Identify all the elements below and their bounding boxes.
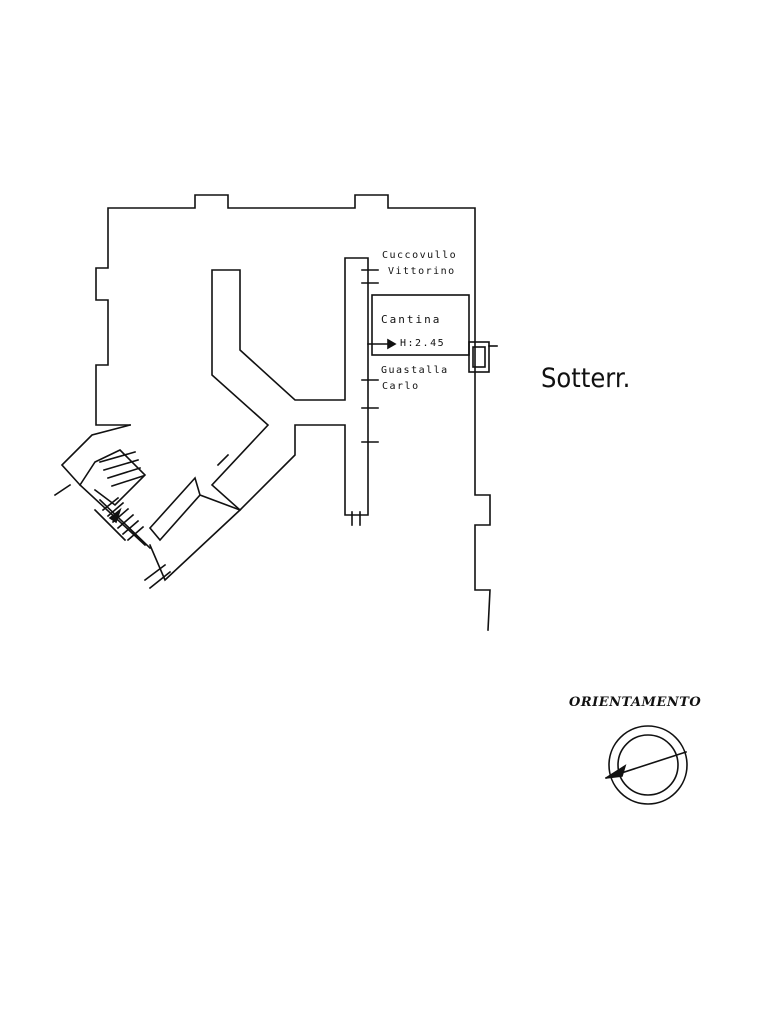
floor-label: Sotterr. [541, 363, 631, 394]
orientation-label: ORIENTAMENTO [569, 695, 702, 710]
y-corridor [210, 257, 369, 516]
outer-wall [95, 194, 491, 631]
neighbor-south-line1: Guastalla [381, 365, 449, 376]
stair-block [53, 424, 172, 590]
room-height-label: H:2.45 [400, 338, 446, 349]
neighbor-north-line2: Vittorino [388, 266, 456, 277]
meter-box [468, 341, 498, 373]
diagonal-wing [148, 476, 242, 582]
room-name-label: Cantina [381, 313, 442, 326]
cantina-room [371, 294, 470, 356]
corridor-ticks [216, 269, 379, 526]
compass-icon [604, 725, 688, 805]
neighbor-north-line1: Cuccovullo [382, 250, 458, 261]
entrance-arrow [367, 338, 397, 350]
neighbor-south-line2: Carlo [382, 381, 420, 392]
